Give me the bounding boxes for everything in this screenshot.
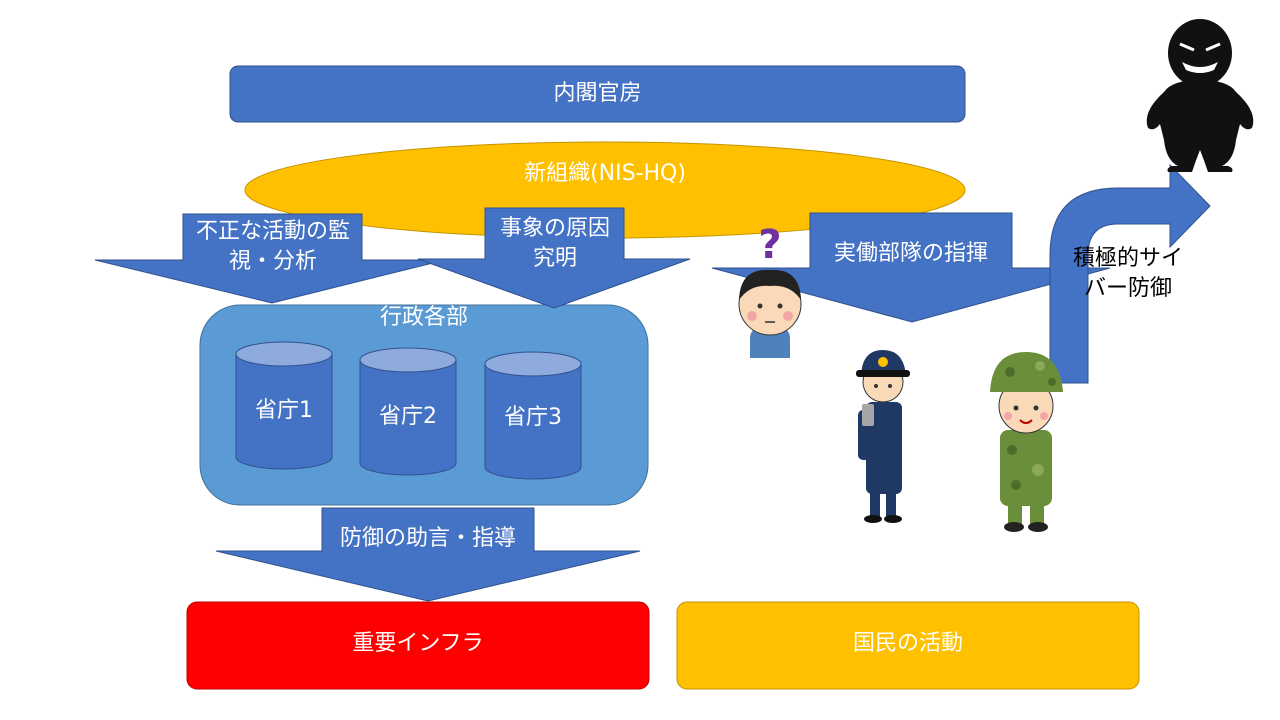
ministry-label-1: 省庁1 bbox=[255, 398, 313, 423]
ministry-label-2: 省庁2 bbox=[379, 404, 437, 429]
defense-advice-arrow bbox=[215, 507, 641, 602]
ministry-cylinder-1 bbox=[235, 341, 333, 470]
citizens-box bbox=[676, 601, 1140, 690]
monitor-arrow bbox=[94, 213, 446, 304]
cabinet-label: 内閣官房 bbox=[553, 81, 642, 106]
cause-arrow-label: 事象の原因究明 bbox=[499, 216, 610, 271]
critical-infra-box bbox=[186, 601, 650, 690]
ministry-label-3: 省庁3 bbox=[504, 405, 562, 430]
hacker-icon bbox=[1146, 19, 1254, 172]
cause-arrow bbox=[417, 207, 691, 309]
svg-text:?: ? bbox=[758, 222, 781, 268]
defense-advice-label: 防御の助言・指導 bbox=[339, 526, 516, 551]
monitor-arrow-label: 不正な活動の監視・分析 bbox=[195, 219, 350, 274]
critical-infra-label: 重要インフラ bbox=[352, 631, 484, 656]
command-arrow-label: 実働部隊の指揮 bbox=[833, 241, 988, 266]
cabinet-box bbox=[229, 65, 966, 123]
police-officer-icon bbox=[856, 350, 910, 523]
new-org-label: 新組織(NIS-HQ) bbox=[524, 161, 686, 186]
confused-man-icon: ? bbox=[738, 222, 802, 358]
active-defense-label: 積極的サイバー防御 bbox=[1072, 246, 1183, 301]
ministry-cylinder-2 bbox=[359, 347, 457, 476]
active-defense-arrow bbox=[1049, 163, 1211, 384]
admin-depts-label: 行政各部 bbox=[379, 305, 468, 330]
citizens-label: 国民の活動 bbox=[852, 631, 963, 656]
ministry-cylinder-3 bbox=[484, 351, 582, 480]
command-arrow bbox=[711, 212, 1111, 323]
soldier-icon bbox=[990, 352, 1063, 532]
